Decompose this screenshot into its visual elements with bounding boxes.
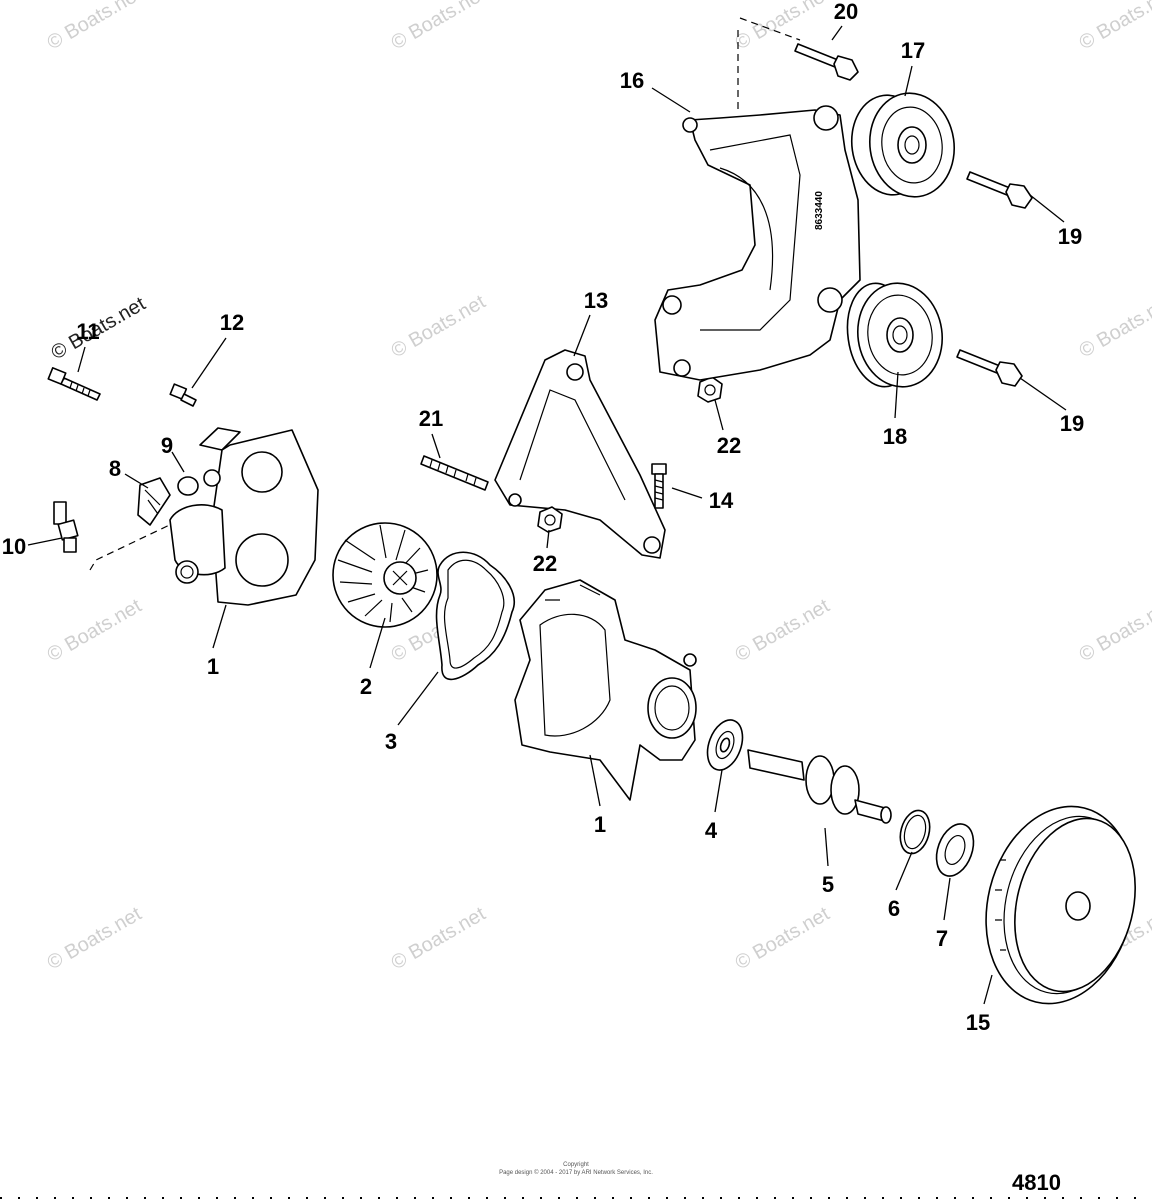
- callout-c12[interactable]: 12: [220, 310, 244, 335]
- callout-c9[interactable]: 9: [161, 433, 173, 458]
- watermark: © Boats.net: [732, 903, 834, 975]
- bearing-seal-4: [706, 719, 744, 771]
- pump-housing-1: [514, 579, 697, 801]
- idler-pulley-18: [846, 282, 944, 388]
- pump-cover-1: [169, 427, 319, 606]
- footer-copyright: Copyright: [563, 1162, 589, 1168]
- callout-c6[interactable]: 6: [888, 896, 900, 921]
- callout-c11[interactable]: 11: [76, 319, 99, 344]
- leader-line-c22a: [546, 529, 550, 549]
- leader-line-c13: [573, 314, 591, 357]
- leader-line-c21: [431, 433, 441, 459]
- bracket-stamp: 8633440: [814, 191, 825, 230]
- leader-line-c11: [77, 346, 86, 373]
- callout-c1a[interactable]: 1: [207, 654, 219, 679]
- leader-line-c18: [894, 371, 899, 419]
- footer-page-design: Page design © 2004 - 2017 by ARI Network…: [499, 1169, 653, 1176]
- callout-c19b[interactable]: 19: [1060, 411, 1084, 436]
- sender-10: [53, 501, 181, 571]
- bolt-19: [966, 171, 1033, 209]
- watermark: © Boats.net: [1076, 0, 1152, 54]
- leader-line-c4: [714, 769, 723, 813]
- diagram-number: 4810: [1012, 1170, 1061, 1195]
- leader-line-c19a: [1029, 194, 1065, 223]
- nut-22: [537, 506, 563, 533]
- callout-c4[interactable]: 4: [705, 818, 718, 843]
- watermark: © Boats.net: [732, 595, 834, 667]
- bracket-13: [494, 349, 666, 559]
- callout-c10[interactable]: 10: [2, 534, 26, 559]
- watermark: © Boats.net: [44, 903, 146, 975]
- callout-c13[interactable]: 13: [584, 288, 608, 313]
- callout-c2[interactable]: 2: [360, 674, 372, 699]
- watermark: © Boats.net: [44, 595, 146, 667]
- callout-c1b[interactable]: 1: [594, 812, 606, 837]
- leader-line-c12: [191, 337, 227, 389]
- bracket-16: 8633440: [654, 105, 861, 381]
- o-ring-9: [177, 476, 199, 496]
- callout-c5[interactable]: 5: [822, 872, 834, 897]
- bolt-19: [956, 349, 1023, 387]
- leader-line-c5: [824, 827, 829, 867]
- leader-line-c2: [369, 617, 386, 669]
- callout-c3[interactable]: 3: [385, 729, 397, 754]
- callout-c20[interactable]: 20: [834, 0, 858, 24]
- bolt-20: [794, 43, 859, 81]
- watermark: © Boats.net: [388, 291, 490, 363]
- callout-c7[interactable]: 7: [936, 926, 948, 951]
- callout-c16[interactable]: 16: [620, 68, 644, 93]
- nut-22: [697, 376, 723, 403]
- leader-line-c17: [904, 65, 913, 97]
- watermark: © Boats.net: [1076, 291, 1152, 363]
- gasket-3: [435, 551, 515, 681]
- callout-c14[interactable]: 14: [709, 488, 734, 513]
- callout-c22a[interactable]: 22: [533, 551, 557, 576]
- leader-line-c6: [895, 851, 913, 891]
- shaft-5: [747, 749, 892, 824]
- pulley-15: [985, 805, 1136, 1005]
- watermark: © Boats.net: [388, 903, 490, 975]
- leader-line-c20: [831, 25, 843, 41]
- impeller-2: [332, 522, 438, 628]
- watermark: © Boats.net: [44, 0, 146, 54]
- callout-c22b[interactable]: 22: [717, 433, 741, 458]
- leader-line-c3: [397, 671, 439, 726]
- leader-line-c14: [671, 487, 703, 499]
- guide-line-20: [737, 17, 801, 112]
- watermark: © Boats.net: [1076, 595, 1152, 667]
- bolt-14: [651, 463, 667, 509]
- callout-c15[interactable]: 15: [966, 1010, 990, 1035]
- leader-line-c16: [651, 87, 691, 113]
- leader-line-c7: [943, 877, 951, 921]
- leader-line-c8: [124, 473, 149, 489]
- leader-line-c1a: [212, 604, 227, 649]
- callout-c21[interactable]: 21: [419, 406, 443, 431]
- seal-7: [935, 823, 975, 877]
- callout-c18[interactable]: 18: [883, 424, 907, 449]
- bolt-12: [169, 383, 197, 407]
- bolt-11: [47, 367, 101, 401]
- leader-line-c19b: [1019, 377, 1067, 411]
- leader-line-c9: [171, 451, 185, 473]
- watermark: © Boats.net: [732, 0, 834, 54]
- callout-c17[interactable]: 17: [901, 38, 925, 63]
- leader-line-c15: [983, 974, 993, 1005]
- idler-pulley-17: [850, 92, 956, 198]
- callout-c19a[interactable]: 19: [1058, 224, 1082, 249]
- stud-21: [420, 455, 489, 491]
- leader-line-c22b: [714, 399, 724, 431]
- leader-line-c10: [27, 537, 63, 546]
- snap-ring-6: [899, 809, 931, 855]
- callout-c8[interactable]: 8: [109, 456, 121, 481]
- leader-line-c1b: [589, 754, 601, 807]
- plug-8: [137, 477, 171, 526]
- watermark: © Boats.net: [388, 0, 490, 54]
